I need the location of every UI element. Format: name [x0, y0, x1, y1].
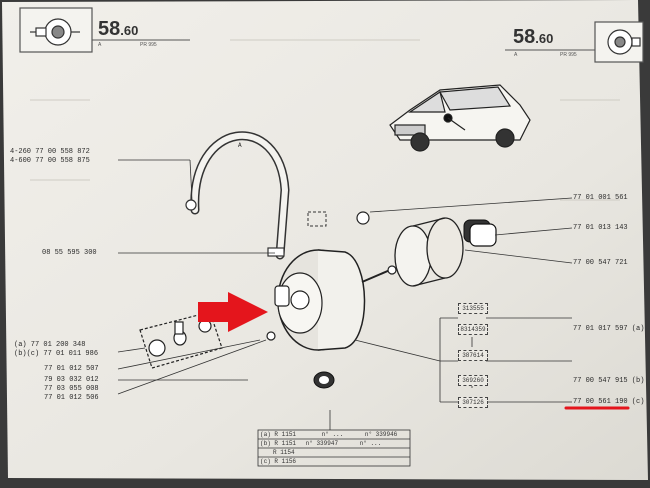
serial-box: 8314359 [458, 324, 488, 335]
part-number: 77 01 001 561 [573, 194, 628, 202]
part-number: 08 55 595 300 [42, 249, 97, 257]
check-valve-parts [139, 311, 223, 369]
table-row: (c) R 1156 [260, 458, 297, 465]
part-number: 77 03 055 008 [44, 385, 99, 393]
page-ref-left-a: A [98, 42, 102, 48]
page-ref-right: 58.60 [513, 26, 554, 48]
part-number: (b)(c) 77 01 011 986 [14, 350, 99, 358]
placeholder-box [307, 211, 327, 227]
brake-booster [274, 249, 397, 351]
part-number: 77 01 017 597 (a) [573, 325, 645, 333]
hose-letter: A [238, 142, 242, 149]
car-illustration [389, 84, 531, 152]
servo-thumb-icon [30, 18, 80, 46]
part-number: 77 01 013 143 [573, 224, 628, 232]
page-ref-left-pr: PR 995 [140, 42, 157, 48]
table-row: (b) R 1151 n° 339947 n° ... [260, 440, 382, 447]
serial-box: 369260 [458, 375, 488, 386]
leader-lines-left [117, 159, 275, 395]
serial-box: 313555 [458, 303, 488, 314]
part-number: 77 01 012 507 [44, 365, 99, 373]
part-number: 4-260 77 00 558 872 [10, 148, 90, 156]
page-ref-right-pr: PR 995 [560, 52, 577, 58]
bellows-icon [463, 219, 497, 247]
part-number: 77 00 547 915 (b) [573, 377, 645, 385]
show-through-print [30, 39, 620, 201]
table-row: R 1154 [273, 449, 295, 456]
part-number: (a) 77 01 200 348 [14, 341, 86, 349]
part-number: 77 01 012 506 [44, 394, 99, 402]
red-arrow-icon [198, 292, 268, 332]
part-number: 77 00 547 721 [573, 259, 628, 267]
part-number-highlighted: 77 00 561 190 (c) [573, 398, 645, 406]
page-ref-left: 58.60 [98, 18, 139, 40]
paper-sheet [2, 0, 648, 480]
page-ref-right-a: A [514, 52, 518, 58]
part-number: 4-600 77 00 558 875 [10, 157, 90, 165]
serial-box: 307126 [458, 397, 488, 408]
applicability-table-lines [257, 410, 411, 467]
part-number: 79 03 032 012 [44, 376, 99, 384]
grommet-icon [356, 211, 370, 225]
hose-clip-icon [185, 199, 197, 211]
washer-icon [266, 331, 276, 341]
hose-collar-icon [267, 247, 285, 257]
serial-box: 387614 [458, 350, 488, 361]
table-row: (a) R 1151 n° ... n° 339946 [260, 431, 398, 438]
filter-ring [394, 217, 464, 287]
servo-thumb-icon-right [607, 29, 641, 55]
